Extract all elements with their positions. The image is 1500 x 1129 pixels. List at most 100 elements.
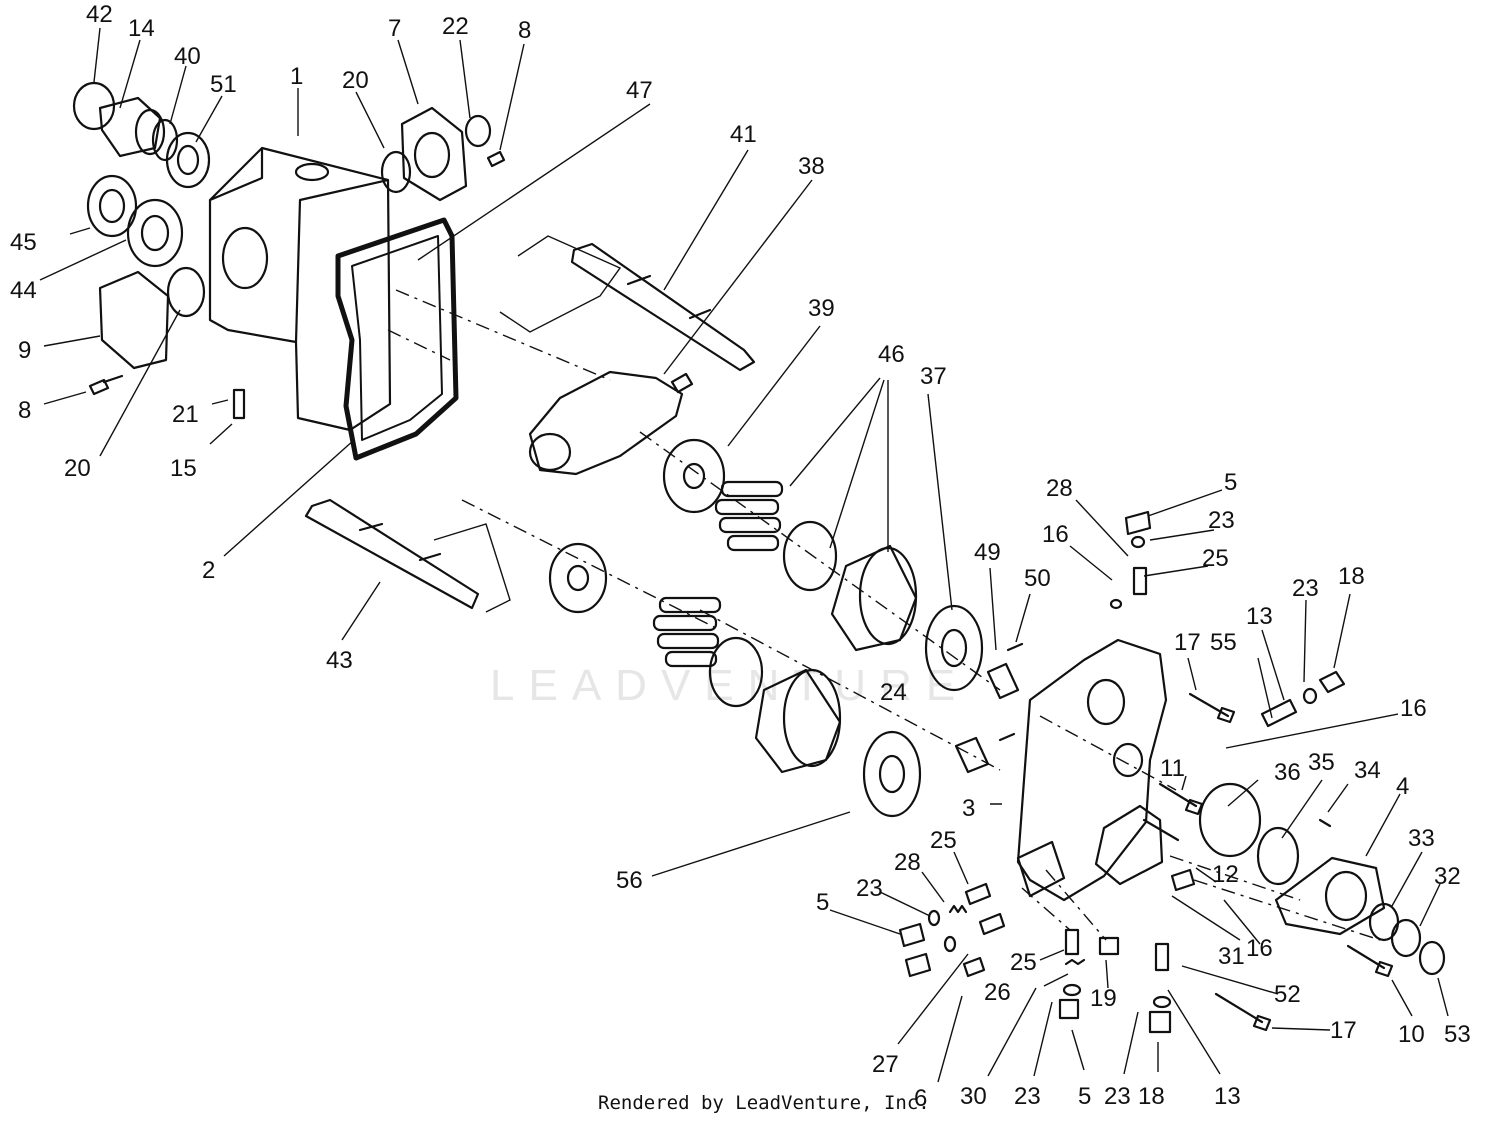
part-19-plug — [1098, 936, 1120, 956]
callout-8: 8 — [18, 397, 31, 424]
part-3-center-section — [1016, 638, 1168, 902]
part-25-valve-top — [1132, 566, 1148, 596]
part-20-oring-left — [166, 266, 206, 318]
callout-15: 15 — [170, 455, 197, 482]
callout-21: 21 — [172, 401, 199, 428]
part-23-oring-left — [927, 909, 941, 927]
part-17-bolt-lower — [1214, 992, 1272, 1032]
callout-14: 14 — [128, 15, 155, 42]
callout-23: 23 — [1104, 1083, 1131, 1110]
callout-9: 9 — [18, 337, 31, 364]
callout-23: 23 — [1208, 507, 1235, 534]
callout-18: 18 — [1138, 1083, 1165, 1110]
callout-2: 2 — [202, 557, 215, 584]
callout-33: 33 — [1408, 825, 1435, 852]
part-oring-bottom-b — [1152, 995, 1172, 1009]
callout-24: 24 — [880, 679, 907, 706]
callout-41: 41 — [730, 121, 757, 148]
part-8-bolt-right — [486, 150, 506, 168]
part-25-valve-bottom — [1064, 928, 1080, 956]
part-37-valve-plate-inner — [940, 628, 968, 668]
callout-27: 27 — [872, 1051, 899, 1078]
callout-25: 25 — [1202, 545, 1229, 572]
callout-25: 25 — [1010, 949, 1037, 976]
part-55-valve — [1260, 698, 1298, 728]
callout-7: 7 — [388, 15, 401, 42]
part-7-retainer-bore — [413, 131, 451, 179]
part-32-seal — [1390, 918, 1422, 958]
part-28-spring — [948, 904, 968, 914]
part-26-spring — [1064, 958, 1086, 966]
callout-56: 56 — [616, 867, 643, 894]
part-49-bushing — [986, 662, 1020, 700]
part-1-housing — [208, 146, 392, 432]
part-21-fitting — [232, 388, 246, 420]
part-45-bearing-inner — [98, 188, 126, 224]
part-46-pistons-upper — [714, 480, 784, 552]
part-2-gasket-inner — [351, 235, 443, 441]
part-38-stud — [670, 372, 694, 394]
callout-20: 20 — [64, 455, 91, 482]
callout-45: 45 — [10, 229, 37, 256]
callout-31: 31 — [1218, 943, 1245, 970]
callout-38: 38 — [798, 153, 825, 180]
callout-42: 42 — [86, 1, 113, 28]
part-13-valve-bottom — [1154, 942, 1170, 972]
part-11-bolt — [1158, 782, 1204, 816]
callout-20: 20 — [342, 67, 369, 94]
part-2-gasket — [335, 217, 459, 461]
centre-bracket-upper — [499, 235, 622, 333]
part-35-gerotor — [1256, 826, 1300, 886]
callout-22: 22 — [442, 13, 469, 40]
callout-13: 13 — [1246, 603, 1273, 630]
callout-5: 5 — [1224, 469, 1237, 496]
part-23-oring-top — [1130, 535, 1146, 549]
part-17-bolt-upper — [1188, 692, 1236, 724]
callout-43: 43 — [326, 647, 353, 674]
part-1-housing-bore — [221, 226, 269, 290]
leader-lines — [39, 27, 1449, 1083]
callout-3: 3 — [962, 795, 975, 822]
callout-16: 16 — [1042, 521, 1069, 548]
callout-18: 18 — [1338, 563, 1365, 590]
part-oring-left-b — [943, 935, 957, 953]
part-41-shaft — [570, 242, 756, 372]
callout-28: 28 — [894, 849, 921, 876]
callout-53: 53 — [1444, 1021, 1471, 1048]
part-34-pin — [1318, 818, 1332, 828]
part-42-oring — [72, 81, 116, 131]
part-50-pin — [1006, 642, 1024, 652]
callout-36: 36 — [1274, 759, 1301, 786]
part-14-sleeve-end — [134, 108, 166, 156]
part-39-washer-upper-hole — [682, 462, 706, 490]
part-46-cylinder-upper — [830, 544, 918, 652]
callout-19: 19 — [1090, 985, 1117, 1012]
callout-55: 55 — [1210, 629, 1237, 656]
centre-bracket-lower — [433, 523, 511, 613]
part-3-boss — [1094, 804, 1164, 886]
part-46-plate-upper — [782, 520, 838, 592]
part-14-sleeve — [98, 96, 162, 158]
part-53-snap-ring — [1418, 940, 1446, 976]
part-23-oring-right — [1302, 687, 1318, 705]
callout-13: 13 — [1214, 1083, 1241, 1110]
callout-16: 16 — [1400, 695, 1427, 722]
part-16-oring-top — [1109, 598, 1123, 610]
part-51-bearing — [165, 131, 211, 189]
callout-32: 32 — [1434, 863, 1461, 890]
callout-40: 40 — [174, 43, 201, 70]
callout-51: 51 — [210, 71, 237, 98]
part-24-pin — [998, 732, 1016, 742]
callout-6: 6 — [914, 1085, 927, 1112]
callout-44: 44 — [10, 277, 37, 304]
part-3-port-upper — [1086, 678, 1126, 726]
part-18-plug — [1318, 670, 1346, 694]
part-45-bearing — [86, 174, 138, 238]
part-7-retainer — [400, 106, 468, 202]
callout-46: 46 — [878, 341, 905, 368]
callout-23: 23 — [1014, 1083, 1041, 1110]
part-bushing-lower — [954, 736, 990, 774]
callout-5: 5 — [1078, 1083, 1091, 1110]
callout-35: 35 — [1308, 749, 1335, 776]
